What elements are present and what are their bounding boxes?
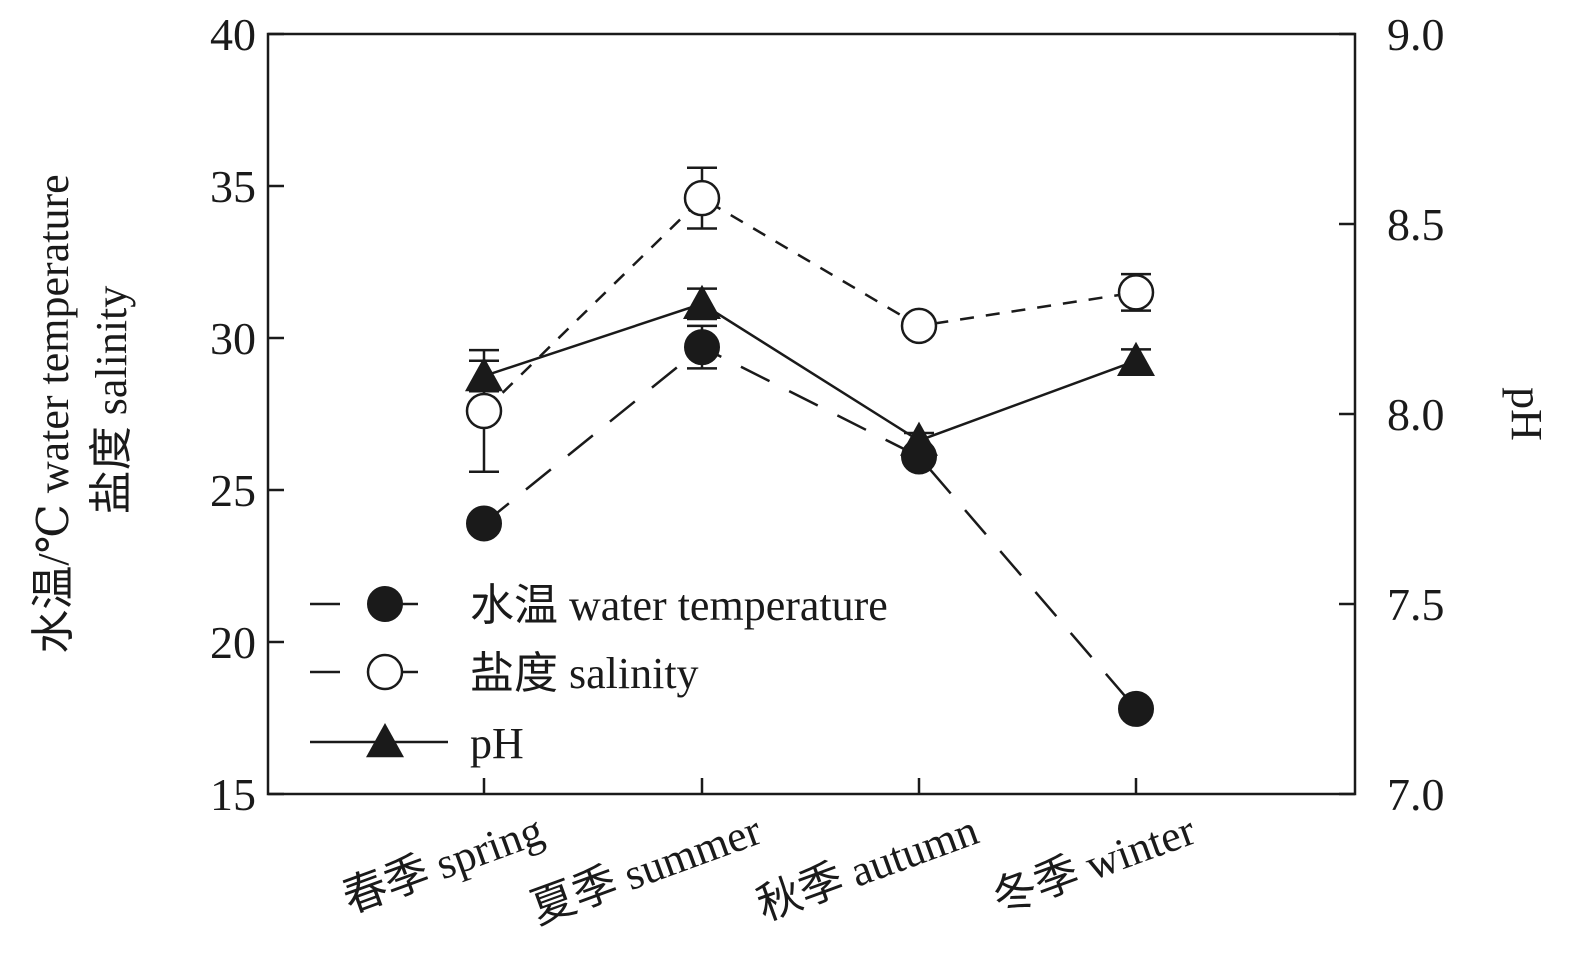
- marker-open-circle: [366, 653, 404, 691]
- right-tick-label: 7.0: [1387, 769, 1445, 820]
- series-line: [483, 302, 1137, 442]
- legend-item: 盐度 salinity: [310, 649, 699, 698]
- right-tick-label: 8.5: [1387, 199, 1445, 250]
- legend-item: 水温 water temperature: [310, 581, 888, 630]
- marker-open-circle: [465, 392, 503, 430]
- left-tick-label: 15: [210, 769, 256, 820]
- marker-filled-triangle: [900, 421, 938, 456]
- marker-filled-triangle: [465, 357, 503, 392]
- x-tick-label: 冬季 winter: [986, 805, 1202, 923]
- left-axis-title-line2: 盐度 salinity: [87, 286, 136, 515]
- left-tick-label: 40: [210, 9, 256, 60]
- marker-filled-circle: [1118, 690, 1154, 727]
- left-axis-title-line1: 水温/℃ water temperature: [29, 174, 78, 653]
- legend-label: pH: [470, 719, 524, 768]
- marker-filled-circle: [367, 586, 403, 622]
- x-tick-label: 夏季 summer: [524, 805, 767, 934]
- left-tick-label: 35: [210, 161, 256, 212]
- legend: 水温 water temperature 盐度 salinity pH: [310, 581, 888, 768]
- right-tick-label: 8.0: [1387, 389, 1445, 440]
- left-tick-label: 30: [210, 313, 256, 364]
- series-layer: [465, 166, 1155, 727]
- series-line: [483, 196, 1137, 412]
- series-open-circle: [465, 166, 1155, 474]
- marker-open-circle: [900, 307, 938, 345]
- right-axis-ticks: 7.0 7.5 8.0 8.5 9.0: [1339, 9, 1445, 820]
- plot-frame: [266, 32, 1357, 796]
- right-tick-label: 7.5: [1387, 579, 1445, 630]
- legend-label: 盐度 salinity: [470, 649, 699, 698]
- x-tick-label: 春季 spring: [336, 805, 549, 923]
- left-tick-label: 20: [210, 617, 256, 668]
- x-tick-label: 秋季 autumn: [751, 805, 985, 930]
- marker-filled-triangle: [1117, 341, 1155, 376]
- marker-filled-circle: [466, 505, 502, 542]
- right-tick-label: 9.0: [1387, 9, 1445, 60]
- marker-open-circle: [683, 179, 721, 217]
- series-filled-triangle: [465, 284, 1155, 456]
- marker-filled-triangle: [683, 284, 721, 319]
- series-line: [483, 345, 1137, 710]
- legend-item: pH: [310, 719, 524, 768]
- marker-filled-circle: [684, 329, 720, 366]
- right-axis-title: pH: [1502, 387, 1551, 441]
- marker-open-circle: [1117, 274, 1155, 311]
- marker-filled-triangle: [366, 723, 404, 758]
- left-axis-ticks: 15 20 25 30 35 40: [210, 9, 284, 820]
- legend-label: 水温 water temperature: [470, 581, 888, 630]
- left-tick-label: 25: [210, 465, 256, 516]
